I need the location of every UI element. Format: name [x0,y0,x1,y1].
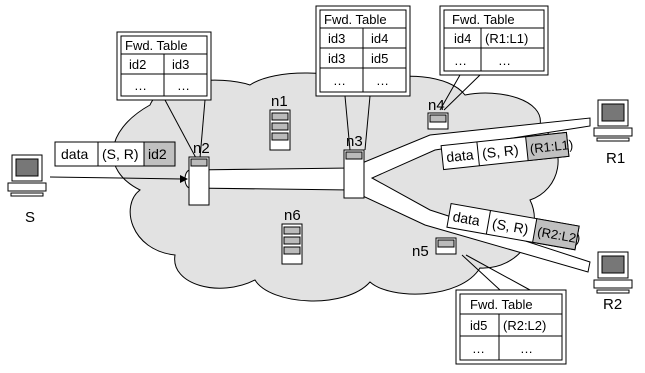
fwd-table-n3-cell: id3 [328,31,345,46]
fwd-table-n2-cell: … [134,78,147,93]
packet-source-header: (S, R) [102,146,139,162]
fwd-table-n3-cell: id5 [371,51,388,66]
fwd-table-n5-cell: id5 [470,318,487,333]
table-callout-lines [164,74,531,291]
fwd-table-n4-cell: id4 [454,31,471,46]
packet-r2-payload: data [452,208,482,229]
packet-r2-header: (S, R) [491,215,530,237]
arrow-s-to-n2 [49,175,188,183]
packet-source: data (S, R) id2 [54,141,176,167]
fwd-table-n4-cell: … [454,53,467,68]
fwd-table-n3-cell: … [376,73,389,88]
node-label-n3: n3 [346,133,363,150]
fwd-table-n3-cell: id3 [328,51,345,66]
computer-s-icon [7,154,47,197]
fwd-table-n5-cell: … [520,341,533,356]
fwd-table-n2-cell: id2 [129,57,146,72]
node-label-s: S [25,209,35,226]
router-n5-icon [435,237,457,255]
fwd-table-n4-cell: … [498,53,511,68]
fwd-table-n2-cell: … [177,78,190,93]
fwd-table-n2: Fwd. Table id2 id3 … … [116,31,212,101]
node-label-r2: R2 [603,296,622,313]
packet-to-r2: data (S, R) (R2:L2) [446,202,582,251]
node-label-n4: n4 [428,97,445,114]
fwd-table-n5-title: Fwd. Table [470,297,533,312]
fwd-table-n4-cell: (R1:L1) [485,31,528,46]
router-n1-icon [269,109,291,151]
fwd-table-n3: Fwd. Table id3 id4 id3 id5 … … [315,5,411,97]
router-n2-icon [188,156,210,206]
fwd-table-n3-cell: id4 [371,31,388,46]
fwd-table-n2-cell: id3 [172,57,189,72]
packet-to-r1: data (S, R) (R1:L1) [440,131,574,171]
packet-r1-header: (S, R) [481,142,519,162]
fwd-table-n4-title: Fwd. Table [452,12,515,27]
fwd-table-n5-cell: … [472,341,485,356]
node-label-r1: R1 [606,150,625,167]
packet-r2-label: (R2:L2) [536,224,581,246]
fwd-table-n2-title: Fwd. Table [125,38,188,53]
computer-r1-icon [593,99,633,142]
computer-r2-icon [593,251,633,294]
node-label-n5: n5 [412,243,429,260]
packet-source-payload: data [61,146,88,162]
fwd-table-n3-title: Fwd. Table [324,12,387,27]
node-label-n2: n2 [193,140,210,157]
packet-source-label: id2 [148,146,167,162]
node-label-n6: n6 [284,207,301,224]
node-label-n1: n1 [271,93,288,110]
fwd-table-n3-cell: … [333,73,346,88]
fwd-table-n5: Fwd. Table id5 (R2:L2) … … [455,289,567,365]
fwd-table-n5-cell: (R2:L2) [503,318,546,333]
fwd-table-n4: Fwd. Table id4 (R1:L1) … … [439,5,549,76]
router-n4-icon [427,112,449,130]
packet-r1-label: (R1:L1) [529,137,574,156]
packet-r1-payload: data [445,146,474,165]
router-n6-icon [281,223,303,265]
router-n3-icon [343,149,365,199]
